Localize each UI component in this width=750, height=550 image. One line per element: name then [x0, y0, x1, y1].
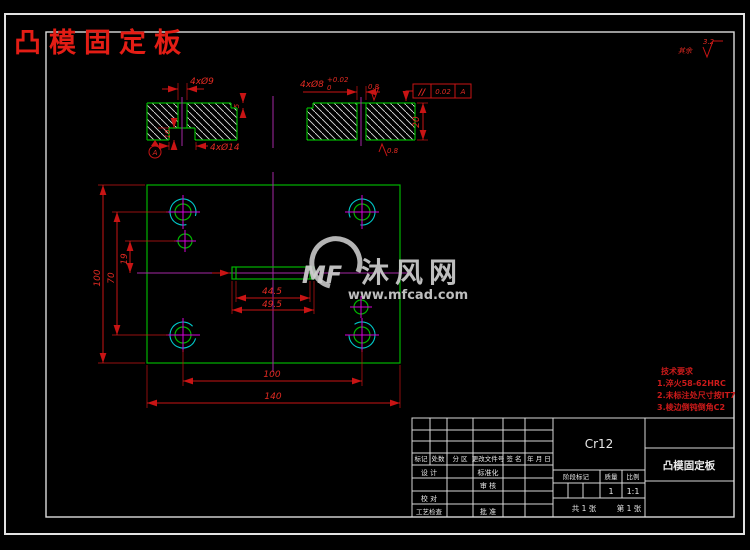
note-line-2: 2.未标注处尺寸按IT7 [657, 390, 736, 400]
watermark: MF 沐风网 www.mfcad.com [302, 236, 468, 303]
tb-scale-header: 比例 [627, 472, 640, 481]
tb-header-date: 年 月 日 [527, 454, 551, 463]
watermark-logo: MF [302, 261, 343, 289]
tolerance-value: 0.02 [435, 88, 451, 96]
tb-mass-header: 质量 [605, 472, 619, 481]
dim-holes-tl: 4xØ9 [190, 76, 214, 87]
dim-cbore-depth: 10 [164, 129, 172, 138]
tolerance-frame: // 0.02 A [402, 83, 472, 101]
section-hatch [147, 103, 415, 140]
tb-sheet-number: 第 1 张 [617, 503, 642, 513]
technical-notes: 技术要求 1.淬火58-62HRC 2.未标注处尺寸按IT7 3.棱边倒钝倒角C… [657, 366, 736, 412]
plan-view: 100 70 19 44.5 49.5 100 [93, 172, 412, 408]
dim-step: 5 [233, 103, 241, 108]
finish-value: 3.2 [703, 38, 715, 46]
surface-finish-note: 其余 3.2 [678, 38, 723, 59]
parallelism-icon: // [418, 88, 426, 98]
dowel-hole-bottom-right [350, 296, 372, 318]
dowel-holes [174, 230, 372, 318]
tb-scale-value: 1:1 [627, 487, 640, 496]
roughness-bottom: 0.8 [378, 142, 399, 157]
dim-slot-outer: 49.5 [262, 300, 282, 310]
tb-header-sign: 签 名 [506, 454, 521, 463]
hole-top-left [166, 195, 200, 229]
datum-label: A [152, 149, 158, 157]
roughness-top: 0.8 [368, 83, 380, 102]
section-view: 4xØ9 4xØ8 +0.02 0 5 20 10 [146, 76, 428, 159]
tb-mass-value: 1 [608, 487, 613, 496]
hole-bottom-left [166, 318, 200, 352]
title-block: 标记 处数 分 区 更改文件号 签 名 年 月 日 设 计 标准化 审 核 校 … [411, 417, 735, 518]
tolerance-datum: A [460, 88, 466, 96]
dim-holes-tr: 4xØ8 [300, 79, 324, 90]
tb-role-standard: 标准化 [478, 468, 499, 477]
tb-header-docno: 更改文件号 [472, 454, 505, 463]
tb-role-review: 审 核 [480, 481, 496, 490]
tb-header-count: 处数 [432, 454, 446, 463]
tb-role-design: 设 计 [421, 468, 437, 477]
corner-holes [166, 195, 379, 352]
tb-role-process: 工艺检查 [416, 507, 443, 516]
dim-hole-rows: 70 [107, 272, 117, 284]
dim-plate-height: 100 [93, 269, 103, 286]
watermark-url: www.mfcad.com [348, 288, 468, 303]
sheet-borders [4, 13, 745, 535]
tb-header-mark: 标记 [415, 454, 429, 463]
dim-plate-width: 140 [264, 392, 281, 402]
roughness-icon [702, 40, 723, 59]
dim-thickness: 20 [412, 116, 422, 128]
plan-dimensions: 100 70 19 44.5 49.5 100 [93, 184, 401, 408]
tb-stage-header: 阶段标记 [563, 472, 590, 481]
dim-cbore: 4xØ14 [210, 142, 240, 153]
note-line-3: 3.棱边倒钝倒角C2 [657, 402, 725, 412]
tb-part-name: 凸模固定板 [663, 459, 716, 472]
note-line-1: 1.淬火58-62HRC [657, 378, 726, 388]
dim-holes-tr-lower: 0 [327, 84, 332, 92]
tb-sheet-total: 共 1 张 [572, 504, 597, 513]
dim-hole-spacing: 100 [263, 370, 280, 380]
plan-centerlines [137, 172, 412, 372]
svg-text:0.8: 0.8 [387, 147, 399, 155]
hole-top-right [345, 195, 379, 229]
watermark-name: 沐风网 [361, 256, 463, 289]
section-dimensions: 4xØ9 4xØ8 +0.02 0 5 20 10 [148, 76, 428, 159]
finish-prefix: 其余 [678, 47, 693, 55]
notes-title: 技术要求 [661, 366, 694, 376]
page-title: 凸模固定板 [14, 27, 189, 59]
tb-header-zone: 分 区 [452, 454, 468, 463]
datum-symbol: A [148, 140, 162, 159]
section-outline [146, 102, 416, 141]
tb-material: Cr12 [585, 437, 614, 451]
dowel-hole-top-left [174, 230, 196, 252]
dim-holes-tr-upper: +0.02 [327, 76, 349, 84]
tb-role-check: 校 对 [421, 494, 437, 503]
section-centerlines [181, 96, 362, 148]
tb-role-approve: 批 准 [480, 507, 496, 516]
hole-bottom-right [345, 318, 379, 352]
dim-dowel-offset: 19 [120, 253, 130, 265]
svg-text:0.8: 0.8 [368, 83, 380, 91]
dim-slot-inner: 44.5 [262, 287, 282, 297]
watermark-swoosh-icon [309, 236, 363, 289]
